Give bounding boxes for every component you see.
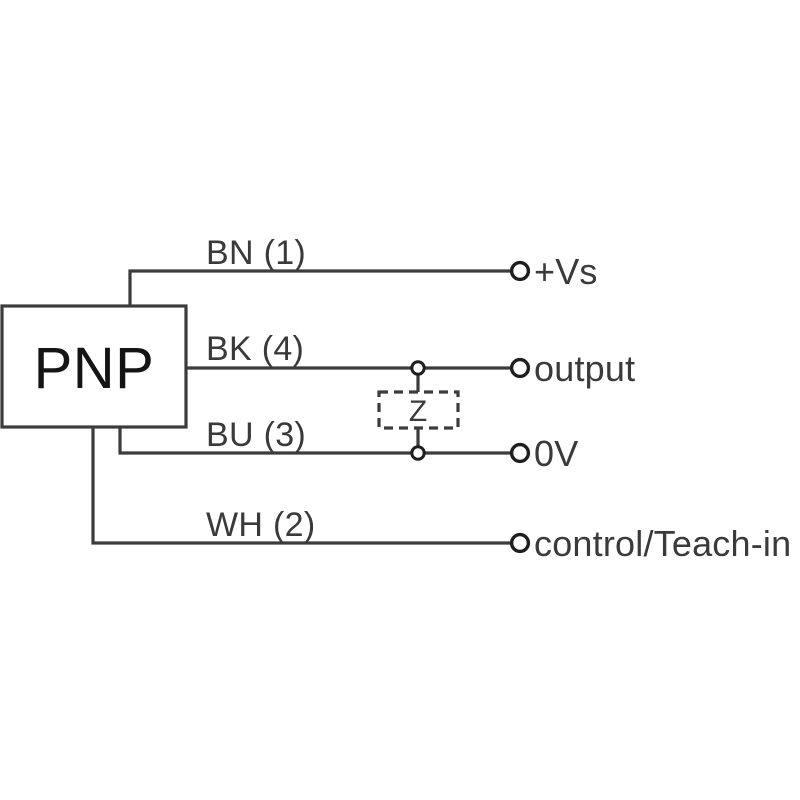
wire-bu-path: [118, 427, 511, 455]
terminal-label-0v: 0V: [534, 433, 578, 474]
terminal-label-vs: +Vs: [534, 251, 598, 292]
device-box-pnp: [0, 304, 188, 429]
terminal-label-control: control/Teach-in: [534, 523, 791, 564]
junction-node-0v: [410, 445, 426, 461]
terminal-node-0v[interactable]: [509, 442, 531, 464]
device-label: PNP: [34, 336, 155, 401]
wire-label-bn: BN (1): [206, 234, 306, 272]
terminal-label-output: output: [534, 348, 635, 389]
terminal-node-vs[interactable]: [509, 260, 531, 282]
wire-label-wh: WH (2): [206, 506, 315, 544]
wire-label-bu: BU (3): [206, 416, 306, 454]
terminal-node-control[interactable]: [509, 532, 531, 554]
wire-wh-path: [91, 427, 511, 545]
junction-node-output: [410, 360, 426, 376]
wire-label-bk: BK (4): [206, 330, 304, 368]
load-box-z: [377, 390, 460, 430]
terminal-node-output[interactable]: [509, 357, 531, 379]
load-label: Z: [409, 395, 427, 428]
wire-bn-path: [128, 269, 511, 307]
